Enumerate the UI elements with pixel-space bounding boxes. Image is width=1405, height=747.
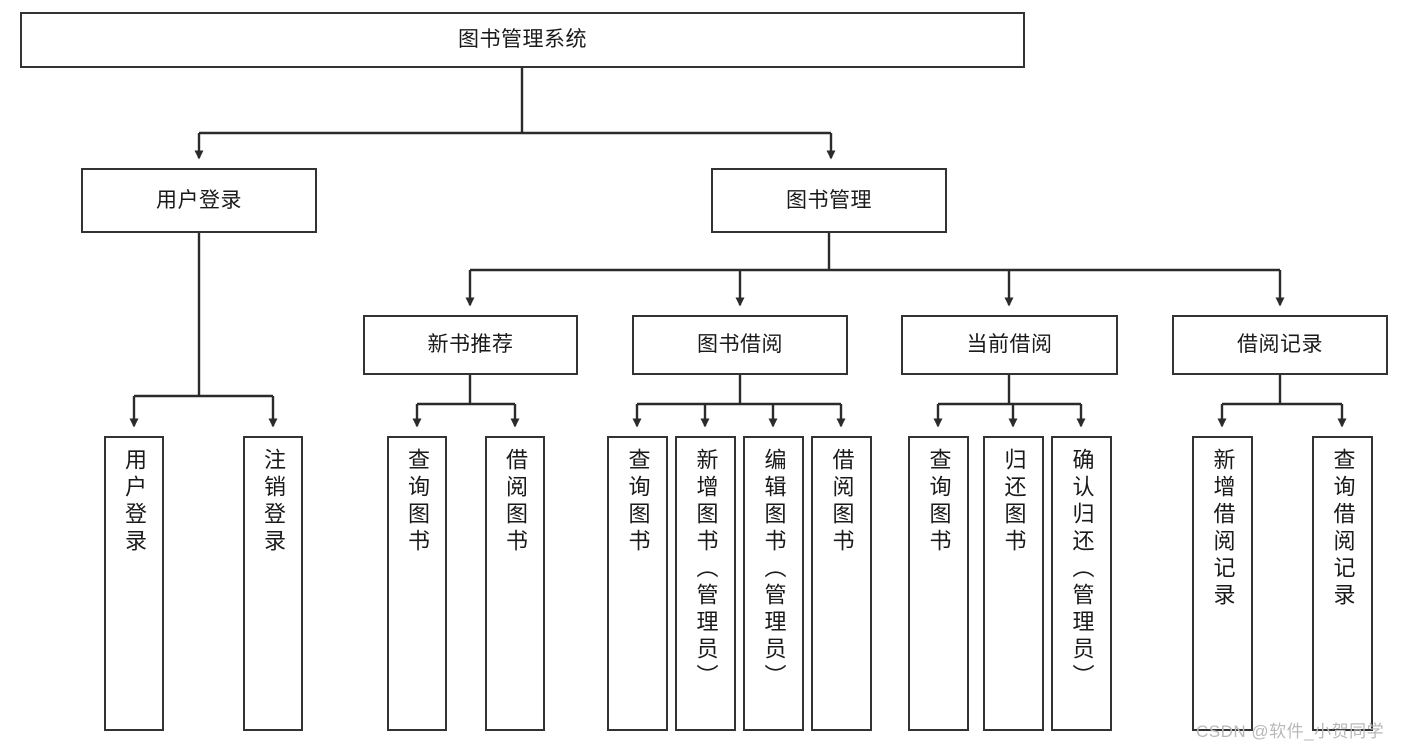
- leaf-query-book-3[interactable]: 查询图书: [908, 436, 969, 731]
- leaf-query-book-3-label: 查询图书: [926, 448, 952, 556]
- leaf-edit-book[interactable]: 编辑图书（管理员）: [743, 436, 804, 731]
- node-root[interactable]: 图书管理系统: [20, 12, 1025, 68]
- leaf-add-record[interactable]: 新增借阅记录: [1192, 436, 1253, 731]
- node-current-borrow-label: 当前借阅: [966, 333, 1053, 357]
- leaf-confirm-return[interactable]: 确认归还（管理员）: [1051, 436, 1112, 731]
- leaf-return-book[interactable]: 归还图书: [983, 436, 1044, 731]
- leaf-user-login-label: 用户登录: [122, 448, 147, 556]
- node-root-label: 图书管理系统: [458, 28, 587, 52]
- leaf-query-book-2-label: 查询图书: [625, 448, 651, 556]
- node-book-manage-label: 图书管理: [786, 188, 872, 212]
- leaf-logout-label: 注销登录: [261, 448, 286, 556]
- leaf-confirm-return-label: 确认归还（管理员）: [1069, 448, 1095, 691]
- leaf-add-record-label: 新增借阅记录: [1210, 448, 1236, 610]
- node-new-book-recommend[interactable]: 新书推荐: [363, 315, 578, 375]
- node-current-borrow[interactable]: 当前借阅: [901, 315, 1118, 375]
- node-book-borrow[interactable]: 图书借阅: [632, 315, 848, 375]
- leaf-borrow-book-2[interactable]: 借阅图书: [811, 436, 872, 731]
- leaf-return-book-label: 归还图书: [1001, 448, 1027, 556]
- leaf-add-book[interactable]: 新增图书（管理员）: [675, 436, 736, 731]
- leaf-query-book-2[interactable]: 查询图书: [607, 436, 668, 731]
- leaf-logout[interactable]: 注销登录: [243, 436, 303, 731]
- node-user-login[interactable]: 用户登录: [81, 168, 317, 233]
- leaf-query-record-label: 查询借阅记录: [1330, 448, 1356, 610]
- leaf-borrow-book-1[interactable]: 借阅图书: [485, 436, 545, 731]
- leaf-add-book-label: 新增图书（管理员）: [693, 448, 719, 691]
- csdn-watermark: CSDN @软件_小贺同学: [1196, 722, 1385, 741]
- leaf-query-book-1[interactable]: 查询图书: [387, 436, 447, 731]
- node-new-book-recommend-label: 新书推荐: [427, 333, 514, 357]
- node-book-manage[interactable]: 图书管理: [711, 168, 947, 233]
- leaf-borrow-book-2-label: 借阅图书: [829, 448, 855, 556]
- node-user-login-label: 用户登录: [156, 188, 242, 212]
- node-book-borrow-label: 图书借阅: [697, 333, 783, 357]
- leaf-borrow-book-1-label: 借阅图书: [503, 448, 528, 556]
- node-borrow-record-label: 借阅记录: [1237, 333, 1323, 357]
- leaf-edit-book-label: 编辑图书（管理员）: [761, 448, 787, 691]
- leaf-user-login[interactable]: 用户登录: [104, 436, 164, 731]
- node-borrow-record[interactable]: 借阅记录: [1172, 315, 1388, 375]
- leaf-query-book-1-label: 查询图书: [405, 448, 430, 556]
- leaf-query-record[interactable]: 查询借阅记录: [1312, 436, 1373, 731]
